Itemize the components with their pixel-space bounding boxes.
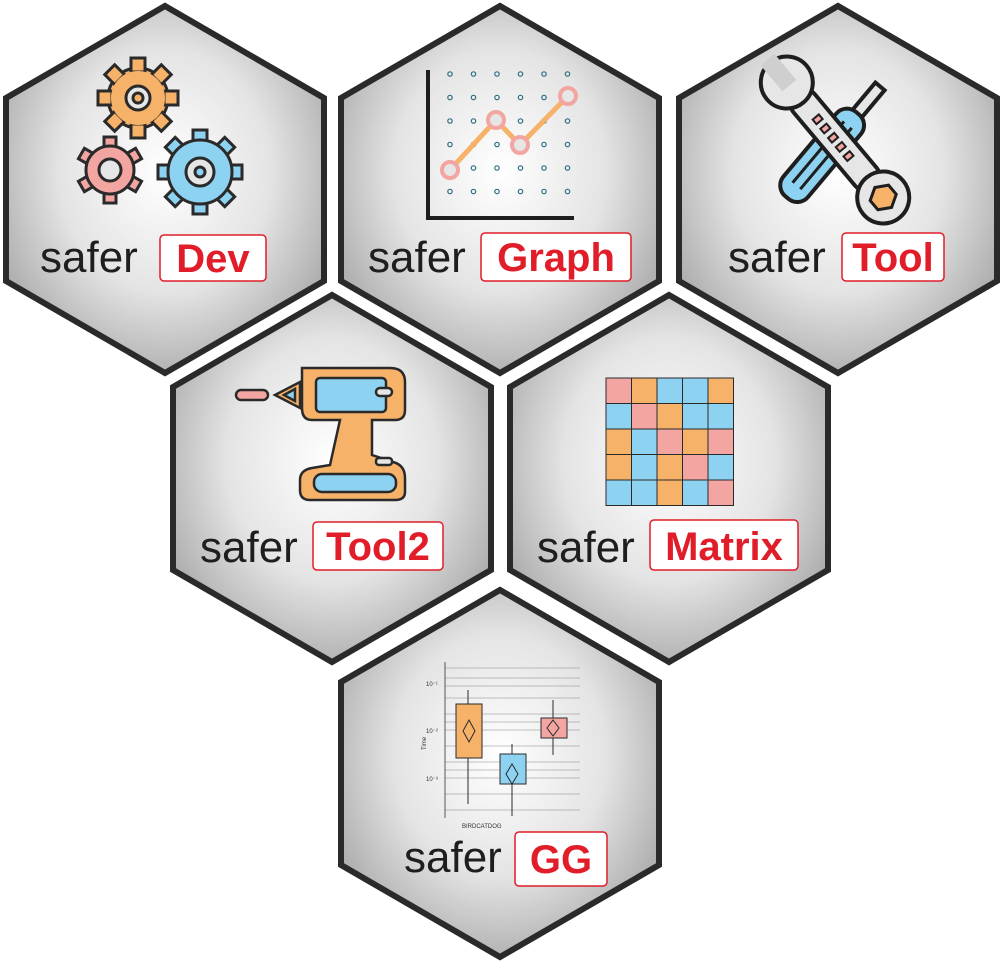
hex-name-box (159, 234, 267, 282)
hex-sticker-tool[interactable]: safer Tool (676, 2, 1000, 377)
grid-dot (447, 94, 453, 101)
matrix-cell (682, 454, 709, 481)
xlabel: BIRDCATDOG (462, 824, 502, 830)
hex-name-box (312, 521, 444, 571)
hex-sticker-graph[interactable]: safer Graph (338, 2, 662, 377)
matrix-cell (605, 428, 632, 455)
matrix-cell (707, 377, 734, 404)
matrix-cell (682, 403, 709, 430)
hex-name: GG (530, 838, 592, 882)
grid-dot (541, 71, 547, 77)
hex-name: Tool (852, 236, 933, 280)
drill-icon (234, 366, 407, 502)
grid-dot (470, 71, 477, 77)
hex-sticker-dev[interactable]: safer Dev (3, 2, 327, 377)
hex-prefix: safer (368, 233, 466, 282)
hex-prefix: safer (404, 833, 502, 882)
hex-prefix: safer (537, 523, 635, 572)
hex-name: Dev (176, 237, 250, 281)
hex-prefix: safer (40, 233, 138, 282)
matrix-cell (682, 377, 709, 404)
matrix-cell (631, 377, 658, 404)
matrix-cell (605, 377, 632, 404)
grid-dot (494, 141, 500, 148)
grid-dot (470, 165, 477, 171)
hex-prefix: safer (728, 233, 826, 282)
grid-dot (447, 118, 453, 124)
grid-dot (517, 165, 524, 171)
grid-dot (517, 188, 524, 195)
grid-dot (517, 94, 524, 101)
matrix-cell (682, 428, 709, 455)
grid-dot (564, 71, 571, 77)
ytick: 10⁻¹ (426, 682, 438, 688)
matrix-cell (707, 403, 734, 430)
matrix-cell (707, 454, 734, 481)
matrix-cell (682, 479, 709, 506)
matrix-cell (656, 377, 683, 404)
grid-dot (541, 94, 547, 101)
grid-dot (447, 71, 453, 77)
matrix-cell (631, 428, 658, 455)
grid-dot (470, 188, 477, 195)
matrix-cell (656, 479, 683, 506)
grid-dot (447, 188, 453, 195)
grid-dot (517, 118, 524, 124)
ytick: 10⁻³ (426, 777, 438, 783)
grid-dot (470, 118, 477, 124)
grid-dot (494, 71, 500, 77)
ylabel: Time (422, 736, 428, 750)
grid-dot (494, 188, 500, 195)
grid-dot (564, 141, 571, 148)
matrix-cell (605, 479, 632, 506)
grid-dot (541, 165, 547, 171)
grid-dot (541, 188, 547, 195)
hex-name: Tool2 (326, 525, 430, 569)
ytick: 10⁻² (426, 729, 438, 735)
matrix-cell (707, 479, 734, 506)
hex-name: Matrix (665, 525, 783, 569)
hex-name: Graph (497, 236, 615, 280)
hex-sticker-tool2[interactable]: safer Tool2 (170, 291, 494, 666)
matrix-cell (605, 403, 632, 430)
hex-name-box (514, 831, 608, 887)
wrench-screwdriver-icon (758, 53, 912, 226)
hex-sticker-matrix[interactable]: safer Matrix (507, 291, 831, 666)
matrix-cell (631, 403, 658, 430)
matrix-cell (707, 428, 734, 455)
hex-sticker-gg[interactable]: 10⁻¹ 10⁻² 10⁻³ Time BIRDCATDOG safer GG (338, 586, 662, 961)
hex-name-box (480, 232, 632, 282)
matrix-cell (656, 454, 683, 481)
grid-dot (447, 141, 453, 148)
grid-dot (564, 165, 571, 171)
grid-dot (564, 118, 571, 124)
boxplot-icon: 10⁻¹ 10⁻² 10⁻³ Time BIRDCATDOG (422, 662, 580, 830)
grid-dot (517, 71, 524, 77)
matrix-cell (631, 454, 658, 481)
matrix-cell (605, 454, 632, 481)
grid-dot (564, 188, 571, 195)
hex-name-box (649, 519, 799, 571)
hex-prefix: safer (200, 523, 298, 572)
grid-dot (470, 94, 477, 101)
matrix-cell (631, 479, 658, 506)
matrix-cell (656, 403, 683, 430)
matrix-cell (656, 428, 683, 455)
grid-dot (541, 141, 547, 148)
gears-icon (76, 56, 244, 216)
line-graph-icon (426, 70, 578, 220)
matrix-grid-icon (605, 377, 734, 506)
grid-dot (494, 165, 500, 171)
grid-dot (494, 94, 500, 101)
hex-name-box (841, 232, 945, 282)
